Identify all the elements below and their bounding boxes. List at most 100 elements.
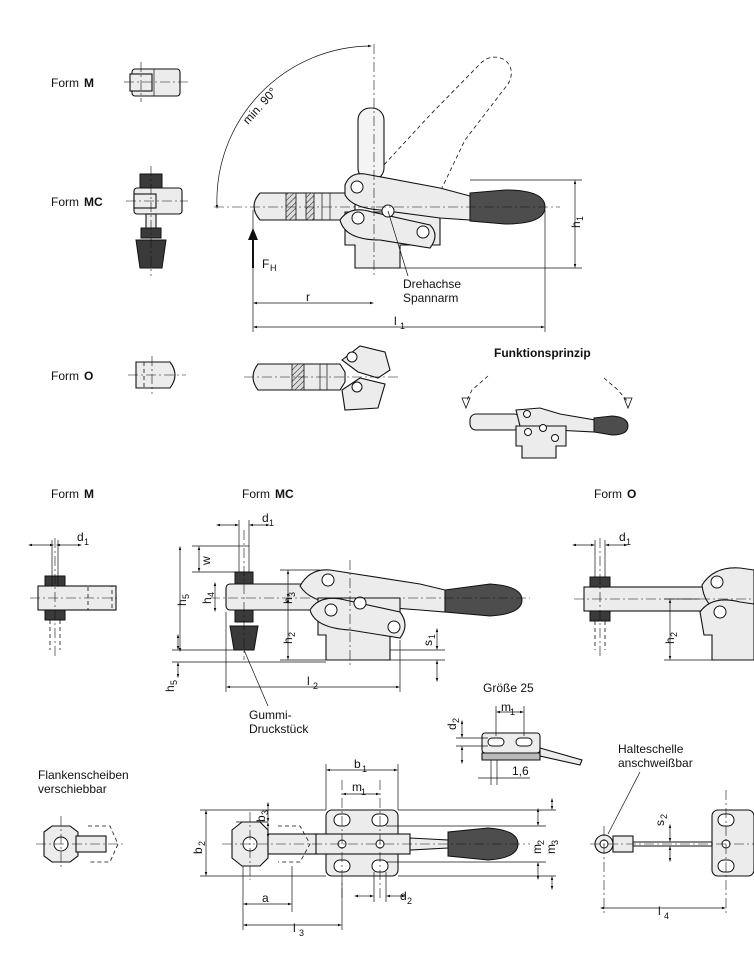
svg-text:h: h [281, 637, 295, 644]
dim-h1: h 1 [400, 179, 585, 269]
svg-text:2: 2 [669, 632, 679, 637]
svg-text:b: b [354, 757, 361, 771]
svg-text:b: b [191, 847, 205, 854]
svg-text:s: s [421, 640, 435, 646]
dim-l4: l 4 [599, 904, 727, 921]
svg-text:a: a [262, 891, 269, 905]
dim-w: w [192, 545, 239, 573]
svg-text:Form: Form [51, 487, 79, 501]
svg-text:O: O [84, 369, 93, 383]
svg-text:Form: Form [51, 369, 79, 383]
svg-text:w: w [199, 556, 213, 566]
svg-text:Form: Form [51, 76, 79, 90]
dim-h2-mc: h 2 [280, 597, 326, 661]
dim-s2: s 2 [640, 814, 680, 863]
flank-washer-callout: Flankenscheiben verschiebbar [38, 768, 129, 796]
form-mc-mid-label: Form MC [242, 487, 294, 501]
svg-text:O: O [627, 487, 636, 501]
svg-text:d: d [619, 530, 626, 544]
svg-text:anschweißbar: anschweißbar [618, 756, 693, 770]
svg-text:Druckstück: Druckstück [249, 722, 309, 736]
svg-text:1: 1 [400, 321, 405, 331]
dim-a: a [242, 866, 293, 930]
svg-text:1: 1 [362, 764, 367, 774]
dim-b2: b 2 [191, 809, 326, 877]
svg-text:5: 5 [181, 594, 191, 599]
form-o-clamp-view [244, 345, 400, 411]
weld-clamp-callout: Halteschelle anschweißbar [607, 742, 693, 835]
svg-text:b: b [254, 815, 268, 822]
svg-text:1: 1 [427, 634, 437, 639]
form-m-top-view [124, 62, 188, 102]
svg-text:Größe 25: Größe 25 [483, 681, 534, 695]
dim-d1-mc: d 1 [215, 511, 274, 546]
dim-h4: h 4 [200, 581, 217, 613]
svg-text:3: 3 [550, 840, 560, 845]
svg-text:Form: Form [594, 487, 622, 501]
svg-text:F: F [262, 257, 269, 271]
svg-text:d: d [262, 511, 269, 525]
svg-text:h: h [163, 685, 177, 692]
dim-l1: l 1 [252, 210, 546, 332]
main-clamp-side-view [214, 44, 560, 275]
form-o-mid-view: d 1 [571, 530, 754, 661]
dim-m2-m3: m 2 m 3 [386, 797, 560, 891]
svg-text:1: 1 [575, 216, 585, 221]
svg-text:1,6: 1,6 [512, 764, 529, 778]
form-m-mid-label: Form M [51, 487, 94, 501]
dim-d2-bottom: d 2 [353, 872, 412, 906]
svg-text:1: 1 [361, 787, 366, 797]
svg-text:m: m [501, 700, 511, 714]
svg-text:Spannarm: Spannarm [403, 291, 458, 305]
form-mc-top-view [126, 166, 188, 276]
svg-text:d: d [77, 530, 84, 544]
form-o-mid-label: Form O [594, 487, 636, 501]
form-o-top-view [128, 356, 186, 394]
weld-clamp-view [590, 790, 754, 916]
force-arrow: F H [248, 228, 277, 273]
svg-text:l: l [307, 674, 310, 688]
svg-text:1: 1 [84, 537, 89, 547]
svg-text:2: 2 [536, 840, 546, 845]
form-m-mid-view: d 1 [27, 530, 120, 656]
svg-text:h: h [175, 599, 189, 606]
svg-text:h: h [569, 221, 583, 228]
size-25-detail: Größe 25 m 1 d 2 1,6 [445, 681, 583, 785]
svg-text:s: s [653, 820, 667, 826]
form-mc-top-label: Form MC [51, 195, 103, 209]
svg-text:MC: MC [275, 487, 294, 501]
svg-text:M: M [84, 487, 94, 501]
svg-text:H: H [270, 263, 277, 273]
svg-text:min. 90°: min. 90° [240, 85, 280, 127]
svg-text:h: h [663, 637, 677, 644]
rubber-pad-callout: Gummi- Druckstück [243, 649, 309, 736]
dim-r: r [252, 210, 375, 332]
svg-text:1: 1 [269, 518, 274, 528]
dim-h5-upper: h 5 [172, 545, 234, 653]
svg-text:l: l [293, 921, 296, 935]
svg-text:5: 5 [169, 680, 179, 685]
svg-text:l: l [658, 904, 661, 918]
svg-text:Flankenscheiben: Flankenscheiben [38, 768, 129, 782]
svg-text:1: 1 [626, 537, 631, 547]
svg-text:m: m [544, 844, 558, 854]
svg-text:2: 2 [659, 814, 669, 819]
svg-text:Drehachse: Drehachse [403, 277, 461, 291]
svg-text:Form: Form [242, 487, 270, 501]
main-clamp-top-view [222, 780, 530, 900]
principle-diagram: Funktionsprinzip [461, 346, 633, 459]
dim-s1: s 1 [390, 627, 445, 683]
flank-washer-view [36, 816, 124, 870]
svg-text:2: 2 [313, 681, 318, 691]
svg-text:2: 2 [197, 841, 207, 846]
svg-text:4: 4 [206, 592, 216, 597]
svg-text:2: 2 [287, 632, 297, 637]
svg-text:d: d [445, 723, 459, 730]
form-m-top-label: Form M [51, 76, 94, 90]
form-mc-mid-view [210, 530, 530, 668]
svg-text:1: 1 [510, 707, 515, 717]
svg-text:2: 2 [407, 896, 412, 906]
dim-h2-o: h 2 [663, 598, 712, 661]
pivot-callout: Drehachse Spannarm [387, 210, 461, 305]
svg-text:verschiebbar: verschiebbar [38, 782, 107, 796]
